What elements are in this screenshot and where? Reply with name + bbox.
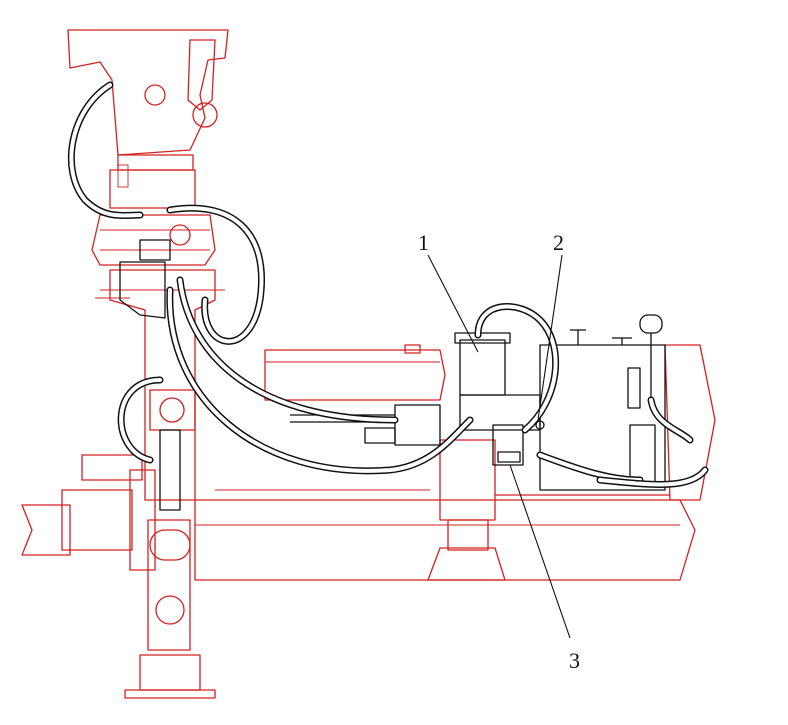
- arm-link: [187, 39, 216, 111]
- main-chassis: [194, 499, 696, 581]
- filter-cap: [454, 332, 511, 344]
- callout-1: 1: [418, 230, 429, 255]
- leg-pin: [155, 595, 185, 625]
- sight-glass: [627, 367, 641, 409]
- pump-base: [497, 451, 521, 463]
- reservoir-pipe: [629, 424, 656, 486]
- boom-lug: [404, 344, 421, 354]
- motor-coupler: [364, 427, 396, 444]
- control-box: [119, 261, 166, 319]
- breather-cap: [639, 314, 663, 334]
- turret-cap: [117, 154, 194, 171]
- chassis-end: [664, 344, 716, 501]
- motor-block: [394, 404, 441, 446]
- leader-3: [509, 464, 571, 639]
- hose-left-loop: [117, 376, 164, 464]
- arm-link-pin: [192, 102, 218, 128]
- machine-frame: [21, 29, 716, 699]
- callout-3: 3: [569, 648, 580, 673]
- swivel-pin: [169, 224, 191, 246]
- leg-joint: [149, 529, 191, 561]
- callouts: 1 2 3: [418, 230, 580, 673]
- leader-2: [537, 254, 563, 421]
- handle-left: [570, 329, 586, 345]
- boom-column: [439, 439, 496, 521]
- callout-2: 2: [553, 230, 564, 255]
- leg-foot: [139, 654, 201, 691]
- drain-plug: [535, 420, 545, 430]
- hose-mast-sweep-2: [166, 286, 474, 475]
- swivel-ring: [91, 214, 216, 266]
- filter-housing: [459, 339, 506, 396]
- boom-tube: [264, 349, 446, 401]
- foot-pad: [124, 689, 216, 699]
- arm-head: [67, 29, 229, 156]
- beam-bracket: [61, 489, 133, 551]
- hinge-plate: [149, 389, 196, 431]
- column-foot: [447, 519, 489, 551]
- hose-top-loop: [166, 204, 265, 345]
- turret-latch: [117, 164, 129, 188]
- pump-body: [492, 424, 524, 466]
- arm-pivot-hole: [144, 84, 166, 106]
- support-leg: [147, 519, 191, 651]
- beam-clamp: [81, 454, 143, 481]
- turret-block: [109, 169, 196, 209]
- hose-routing: [67, 81, 709, 488]
- beam-post: [129, 469, 156, 571]
- hinge-pin: [159, 397, 185, 423]
- mast-cylinder: [159, 429, 181, 511]
- left-beam: [21, 504, 71, 556]
- column-base: [427, 547, 506, 581]
- handle-right: [612, 337, 632, 345]
- valve-block: [139, 239, 171, 261]
- leader-1: [427, 254, 479, 353]
